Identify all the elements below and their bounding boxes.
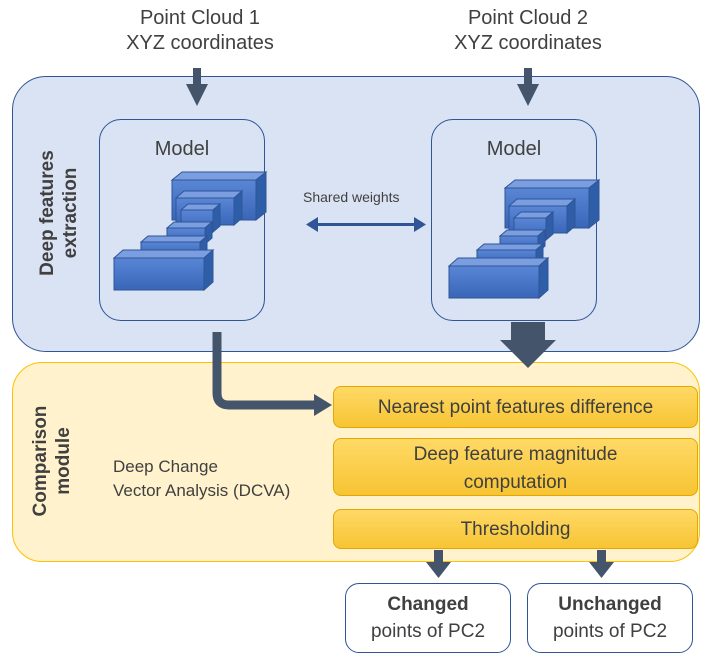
step-thresholding: Thresholding: [333, 509, 698, 549]
step-magnitude-computation: Deep feature magnitude computation: [333, 438, 698, 496]
arrow-input-pc2: [517, 68, 539, 106]
arrow-model1-to-comparison: [212, 332, 318, 410]
input-label-pc2: Point Cloud 2 XYZ coordinates: [438, 6, 618, 56]
dcva-line1: Deep Change: [113, 457, 218, 476]
step-magnitude-text: Deep feature magnitude computation: [413, 444, 618, 493]
output-unchanged-bold: Unchanged: [558, 594, 662, 615]
output-changed-bold: Changed: [387, 594, 469, 615]
pc2-title: Point Cloud 2: [467, 7, 589, 29]
output-changed-rest: points of PC2: [370, 621, 486, 642]
arrow-model2-to-comparison: [500, 322, 556, 368]
step-nearest-point-difference: Nearest point features difference: [333, 386, 698, 428]
dcva-line2: Vector Analysis (DCVA): [113, 481, 291, 500]
network-cubes-left: [112, 170, 268, 292]
model-title-left: Model: [154, 138, 210, 160]
shared-weights-arrow: [306, 217, 426, 232]
pc1-title: Point Cloud 1: [139, 7, 261, 29]
arrow-input-pc1: [186, 68, 208, 106]
network-cubes-right: [447, 178, 601, 300]
arrow-to-unchanged: [589, 550, 614, 578]
input-label-pc1: Point Cloud 1 XYZ coordinates: [110, 6, 290, 56]
pc2-subtitle: XYZ coordinates: [454, 32, 602, 54]
dcva-label: Deep Change Vector Analysis (DCVA): [113, 455, 290, 503]
arrow-model1-head: [314, 394, 332, 416]
cube-right-6: [447, 256, 550, 300]
cube-left-6: [112, 248, 215, 292]
arrow-to-changed: [426, 550, 451, 578]
output-unchanged-rest: points of PC2: [552, 621, 668, 642]
shared-weights-label: Shared weights: [303, 189, 400, 205]
pc1-subtitle: XYZ coordinates: [126, 32, 274, 54]
output-changed: Changed points of PC2: [345, 583, 511, 653]
model-title-right: Model: [486, 138, 542, 160]
output-unchanged: Unchanged points of PC2: [527, 583, 693, 653]
